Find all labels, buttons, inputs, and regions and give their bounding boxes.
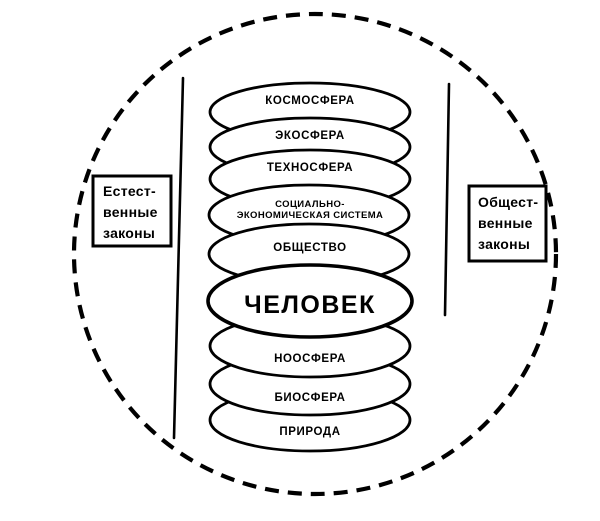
right-divider-line bbox=[443, 82, 451, 317]
social-laws-box bbox=[467, 184, 548, 263]
label-socioeconomic-line-1: СОЦИАЛЬНО- bbox=[275, 199, 345, 210]
label-technosphere: ТЕХНОСФЕРА bbox=[267, 162, 353, 174]
label-society: ОБЩЕСТВО bbox=[273, 242, 346, 254]
label-noosphere: НООСФЕРА bbox=[274, 353, 346, 365]
outer-dashed-circle bbox=[71, 11, 559, 497]
social-laws-line-2: венные bbox=[478, 215, 533, 231]
ring-human bbox=[206, 263, 414, 339]
label-cosmosphere: КОСМОСФЕРА bbox=[265, 95, 354, 107]
natural-laws-line-3: законы bbox=[103, 225, 155, 241]
social-laws-line-1: Общест- bbox=[478, 194, 538, 210]
natural-laws-line-1: Естест- bbox=[103, 183, 156, 199]
left-divider-line bbox=[172, 76, 185, 440]
natural-laws-line-2: венные bbox=[103, 204, 158, 220]
natural-laws-box bbox=[91, 174, 173, 248]
label-human: ЧЕЛОВЕК bbox=[244, 291, 376, 319]
social-laws-line-3: законы bbox=[478, 236, 530, 252]
label-nature: ПРИРОДА bbox=[279, 426, 340, 438]
label-socioeconomic-line-2: ЭКОНОМИЧЕСКАЯ СИСТЕМА bbox=[237, 210, 384, 221]
label-ecosphere: ЭКОСФЕРА bbox=[275, 130, 345, 142]
label-biosphere: БИОСФЕРА bbox=[274, 392, 345, 404]
